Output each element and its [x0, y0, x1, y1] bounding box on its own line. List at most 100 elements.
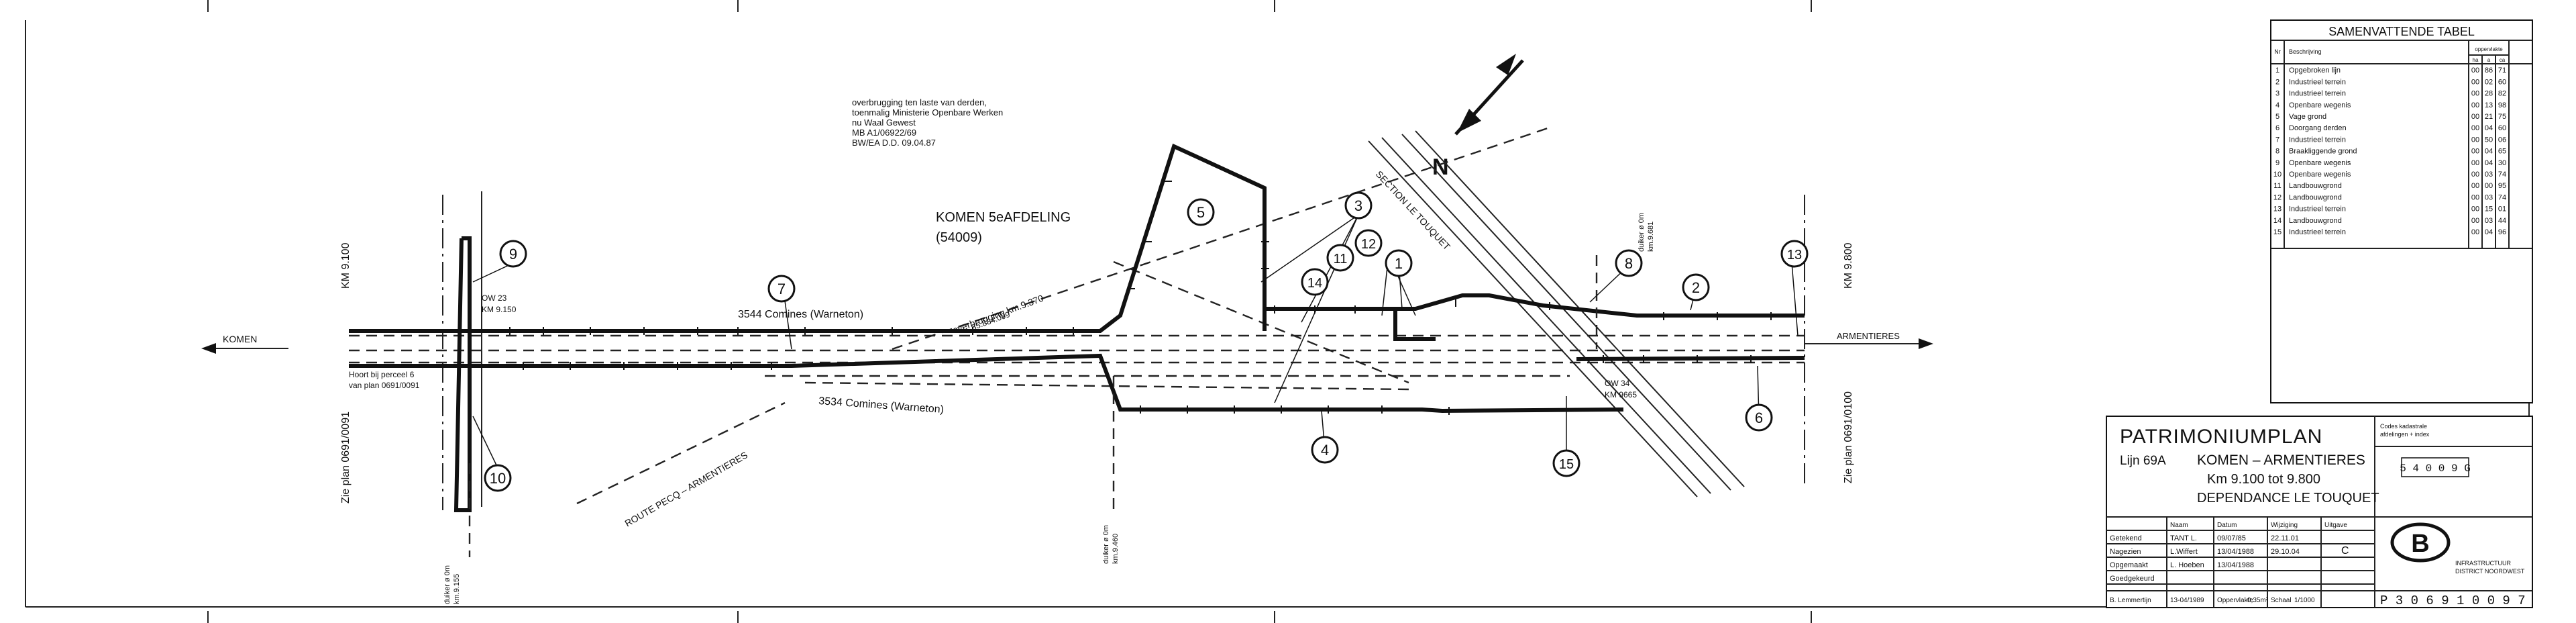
summary-cell-ca: 06	[2498, 136, 2506, 144]
svg-text:2: 2	[1692, 279, 1700, 296]
note-line-5: BW/EA D.D. 09.04.87	[852, 138, 936, 148]
svg-text:5: 5	[1197, 204, 1205, 221]
summary-cell-ca: 75	[2498, 113, 2506, 121]
summary-cell-ha: 00	[2471, 182, 2479, 190]
title-block-km-range: Km 9.100 tot 9.800	[2207, 472, 2320, 487]
summary-cell-a: 03	[2485, 171, 2493, 179]
summary-cell-ha: 00	[2471, 78, 2479, 86]
signature-cell-naam: TANT L.	[2170, 534, 2197, 542]
km-left-boundary: KM 9.100 Zie plan 0691/0091	[340, 191, 482, 510]
duiker1-km-label: km.9.155	[453, 574, 461, 604]
summary-cell-ha: 00	[2471, 159, 2479, 167]
summary-cell-ha: 00	[2471, 124, 2479, 132]
signature-cell-label: Goedgekeurd	[2110, 575, 2155, 583]
duiker2-label: duiker ø 0m	[1102, 525, 1110, 564]
summary-table: SAMENVATTENDE TABEL Nr Beschrijving oppe…	[2270, 19, 2533, 403]
ow23-km-label: KM 9.150	[482, 305, 517, 314]
summary-cell-ha: 00	[2471, 193, 2479, 201]
summary-cell-desc: Industrieel terrein	[2289, 90, 2346, 98]
summary-cell-ca: 74	[2498, 171, 2506, 179]
hdr-wijziging: Wijziging	[2271, 522, 2298, 529]
summary-cell-nr: 5	[2275, 113, 2279, 121]
km-right-boundary: KM 9.800 Zie plan 0691/0100	[1804, 195, 1854, 483]
summary-cell-a: 04	[2485, 124, 2493, 132]
summary-cell-nr: 4	[2275, 101, 2279, 109]
signature-cell-label: Opgemaakt	[2110, 561, 2148, 569]
section-name: KOMEN 5eAFDELING	[936, 210, 1071, 225]
north-arrow: N	[1432, 54, 1524, 180]
col-area-header: oppervlakte	[2475, 46, 2503, 52]
summary-cell-nr: 2	[2275, 78, 2279, 86]
ow23-label: OW 23	[482, 293, 507, 303]
summary-cell-nr: 8	[2275, 148, 2279, 156]
track-bottom-label: 3534 Comines (Warneton)	[818, 395, 945, 416]
summary-cell-a: 13	[2485, 101, 2493, 109]
summary-cell-a: 00	[2485, 182, 2493, 190]
svg-text:9: 9	[509, 246, 517, 262]
summary-cell-ca: 82	[2498, 90, 2506, 98]
km-right-label: KM 9.800	[1843, 242, 1854, 289]
summary-cell-ca: 98	[2498, 101, 2506, 109]
summary-cell-desc: Industrieel terrein	[2289, 136, 2346, 144]
summary-cell-a: 86	[2485, 66, 2493, 75]
parcel-leaders	[472, 214, 1799, 469]
summary-cell-ca: 74	[2498, 193, 2506, 201]
svg-text:7: 7	[777, 281, 786, 297]
parcel-marker-1: 1	[1385, 249, 1413, 277]
summary-cell-ca: 60	[2498, 124, 2506, 132]
arrow-armentieres: ARMENTIERES	[1805, 331, 1933, 349]
summary-cell-ca: 30	[2498, 159, 2506, 167]
svg-text:15: 15	[1559, 457, 1574, 472]
title-block-dependance: DEPENDANCE LE TOUQUET	[2197, 491, 2379, 506]
summary-cell-desc: Opgebroken lijn	[2289, 66, 2341, 75]
svg-text:4: 4	[1321, 442, 1329, 459]
signature-cell-wijz: 29.10.04	[2271, 548, 2300, 556]
duiker3-km-label: km.9.681	[1647, 222, 1655, 252]
summary-cell-desc: Landbouwgrond	[2289, 217, 2342, 225]
summary-cell-a: 03	[2485, 193, 2493, 201]
summary-cell-desc: Landbouwgrond	[2289, 193, 2342, 201]
summary-cell-ha: 00	[2471, 66, 2479, 75]
summary-cell-nr: 6	[2275, 124, 2279, 132]
title-block-lijn: Lijn 69A	[2120, 454, 2166, 468]
summary-cell-desc: Openbare wegenis	[2289, 159, 2351, 167]
summary-cell-desc: Landbouwgrond	[2289, 182, 2342, 190]
parcel-marker-13: 13	[1780, 240, 1809, 268]
opp-label: Oppervlakte	[2217, 597, 2253, 604]
svg-text:14: 14	[1307, 276, 1322, 291]
summary-cell-ha: 00	[2471, 136, 2479, 144]
track-top-label: 3544 Comines (Warneton)	[738, 309, 863, 320]
summary-cell-ca: 01	[2498, 205, 2506, 213]
section-code: (54009)	[936, 230, 982, 245]
summary-cell-ha: 00	[2471, 228, 2479, 236]
signature-cell-wijz: 22.11.01	[2271, 534, 2299, 542]
parcel-marker-11: 11	[1326, 244, 1354, 272]
signature-cell-naam: L.Wiffert	[2170, 548, 2198, 556]
signature-cell-datum: 13/04/1988	[2217, 548, 2254, 556]
opp-value: 0,35m²	[2247, 597, 2269, 604]
svg-text:1: 1	[1395, 255, 1403, 272]
signature-cell-uit: C	[2341, 545, 2349, 557]
summary-cell-nr: 14	[2273, 217, 2282, 225]
duiker2-km-label: km.9.460	[1112, 534, 1120, 564]
route-pecq-label: ROUTE PECQ – ARMENTIERES	[623, 449, 750, 528]
title-block: PATRIMONIUMPLAN Lijn 69A KOMEN – ARMENTI…	[2106, 416, 2533, 608]
parcel-marker-3: 3	[1344, 191, 1373, 220]
boundary-post-marks	[509, 181, 1772, 415]
summary-cell-nr: 13	[2273, 205, 2282, 213]
summary-cell-desc: Industrieel terrein	[2289, 78, 2346, 86]
parcel-marker-14: 14	[1301, 268, 1329, 296]
note-line-3: nu Waal Gewest	[852, 117, 916, 128]
ow34-label: OW 34	[1605, 379, 1630, 388]
org-line-2: DISTRICT NOORDWEST	[2455, 568, 2525, 575]
sign-name: B. Lemmertijn	[2110, 597, 2151, 604]
